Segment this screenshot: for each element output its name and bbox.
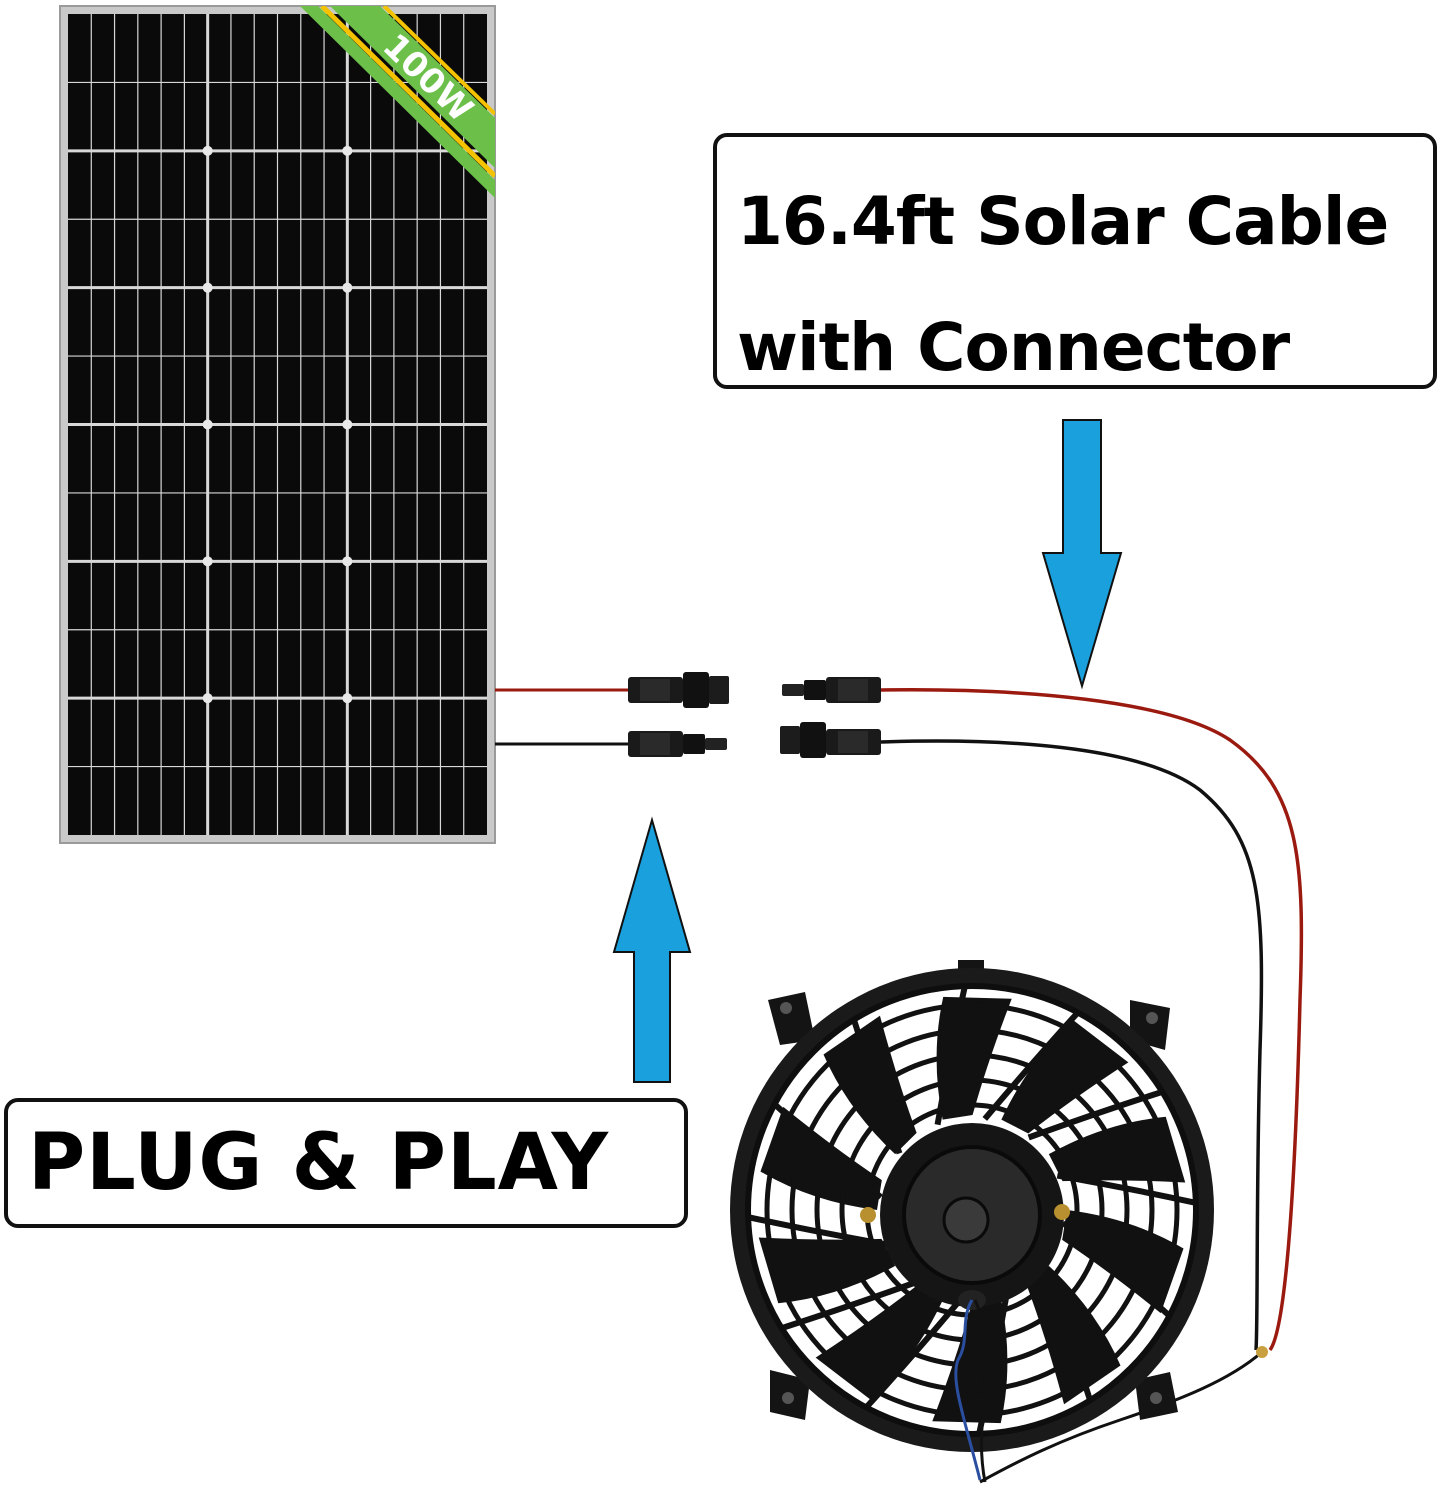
solar-panel-icon: 100W	[59, 5, 496, 844]
plug-and-play-callout: PLUG & PLAY	[4, 1098, 688, 1228]
plug-callout-text: PLUG & PLAY	[28, 1118, 610, 1208]
arrow-down-icon	[1041, 419, 1123, 690]
arrow-up-icon	[612, 816, 692, 1083]
cable-callout-line1: 16.4ft Solar Cable	[737, 183, 1389, 260]
solar-cable-callout: 16.4ft Solar Cable with Connector	[713, 133, 1437, 389]
solar-cable	[880, 688, 1304, 1484]
mc4-connector-icon	[628, 672, 881, 758]
cable-callout-line2: with Connector	[737, 309, 1290, 386]
radiator-fan-icon	[730, 960, 1214, 1483]
panel-leads	[495, 688, 628, 746]
